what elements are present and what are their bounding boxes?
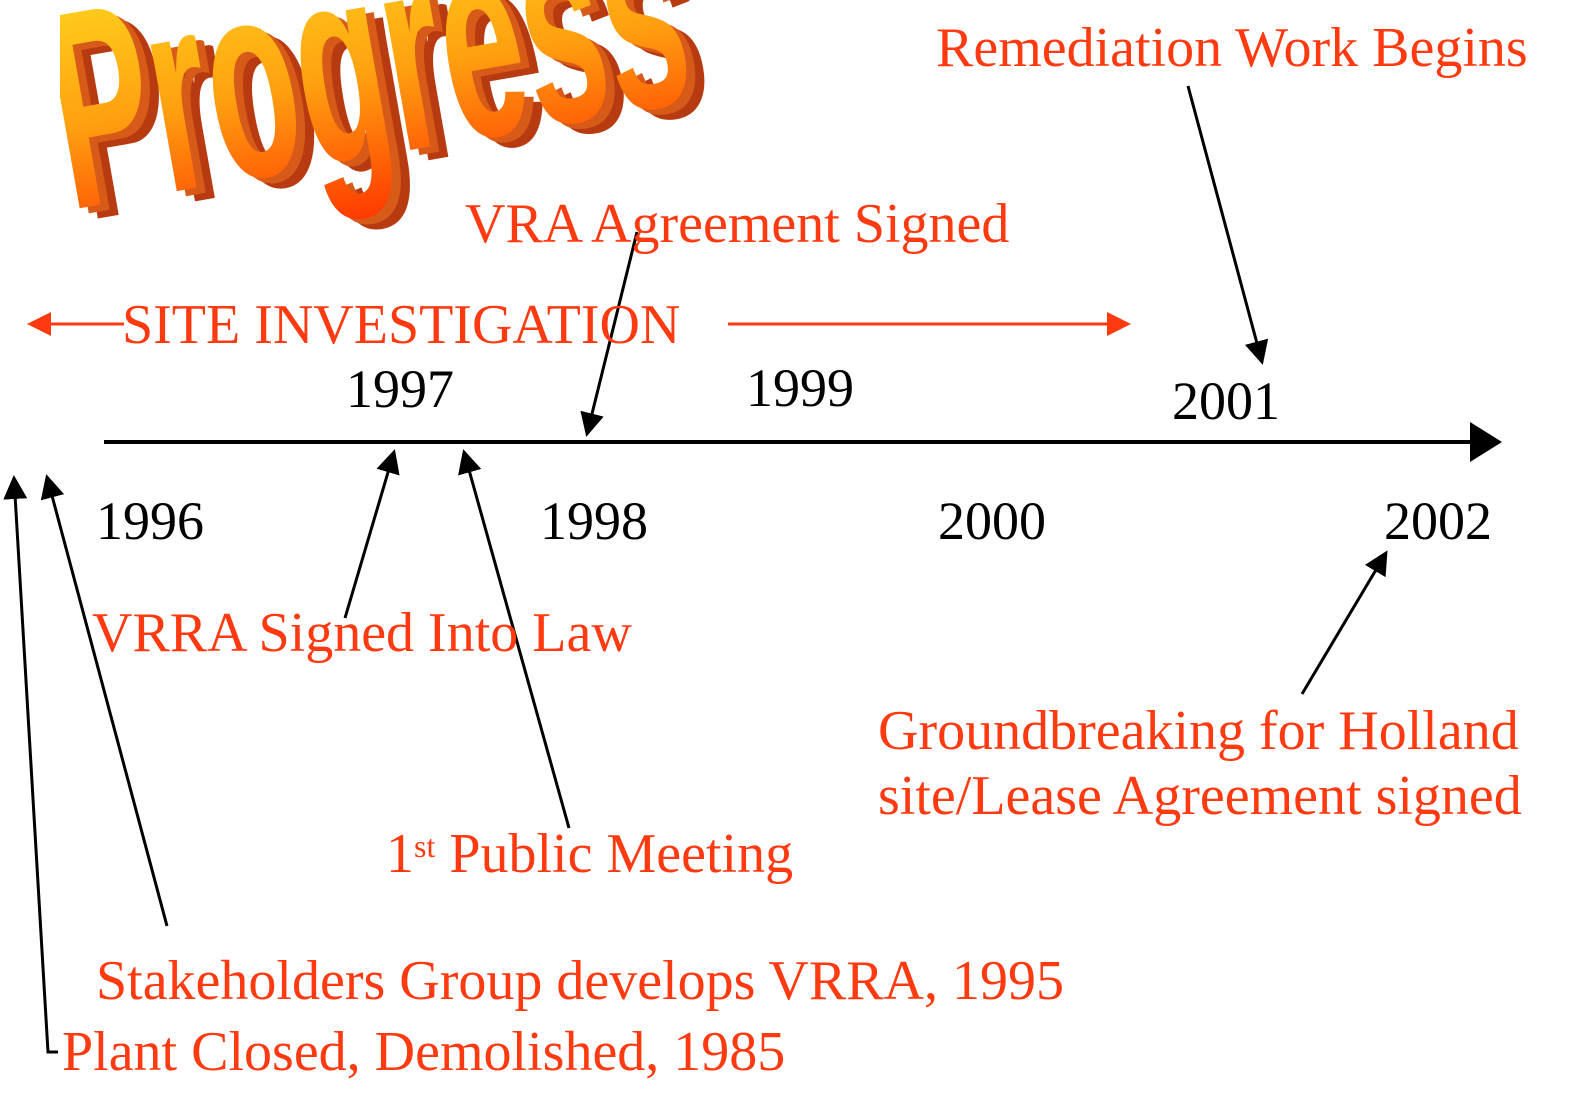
stakeholders-label: Stakeholders Group develops VRRA, 1995 [96, 950, 1064, 1012]
year-2002: 2002 [1384, 491, 1492, 551]
year-1997: 1997 [346, 359, 454, 419]
groundbreaking-pointer [1300, 550, 1388, 695]
year-1996: 1996 [96, 491, 204, 551]
year-1999: 1999 [746, 358, 854, 418]
vra-agreement-label: VRA Agreement Signed [465, 193, 1010, 255]
year-2001: 2001 [1172, 371, 1280, 431]
time-axis-arrowhead [1470, 422, 1502, 462]
stakeholders-pointer [40, 474, 169, 927]
public-meeting-text: Public Meeting [435, 823, 794, 885]
vrra-law-label: VRRA Signed Into Law [92, 602, 632, 664]
year-2000: 2000 [938, 491, 1046, 551]
public-meeting-pointer [458, 449, 571, 829]
remediation-pointer [1186, 85, 1269, 365]
groundbreaking-label-line2: site/Lease Agreement signed [878, 765, 1522, 827]
vra-agreement-pointer [580, 231, 639, 437]
plant-closed-pointer [3, 475, 58, 1054]
groundbreaking-label-line1: Groundbreaking for Holland [878, 700, 1519, 762]
progress-title-art: Progress Progress Progress [60, 0, 720, 240]
vrra-law-pointer [343, 449, 400, 619]
plant-closed-label: Plant Closed, Demolished, 1985 [62, 1021, 786, 1083]
site-investigation-label: SITE INVESTIGATION [122, 294, 681, 356]
public-meeting-number: 1 [386, 823, 414, 885]
remediation-label: Remediation Work Begins [936, 17, 1528, 79]
public-meeting-ordinal: st [414, 828, 436, 864]
public-meeting-label: 1st Public Meeting [386, 826, 793, 882]
year-1998: 1998 [540, 491, 648, 551]
